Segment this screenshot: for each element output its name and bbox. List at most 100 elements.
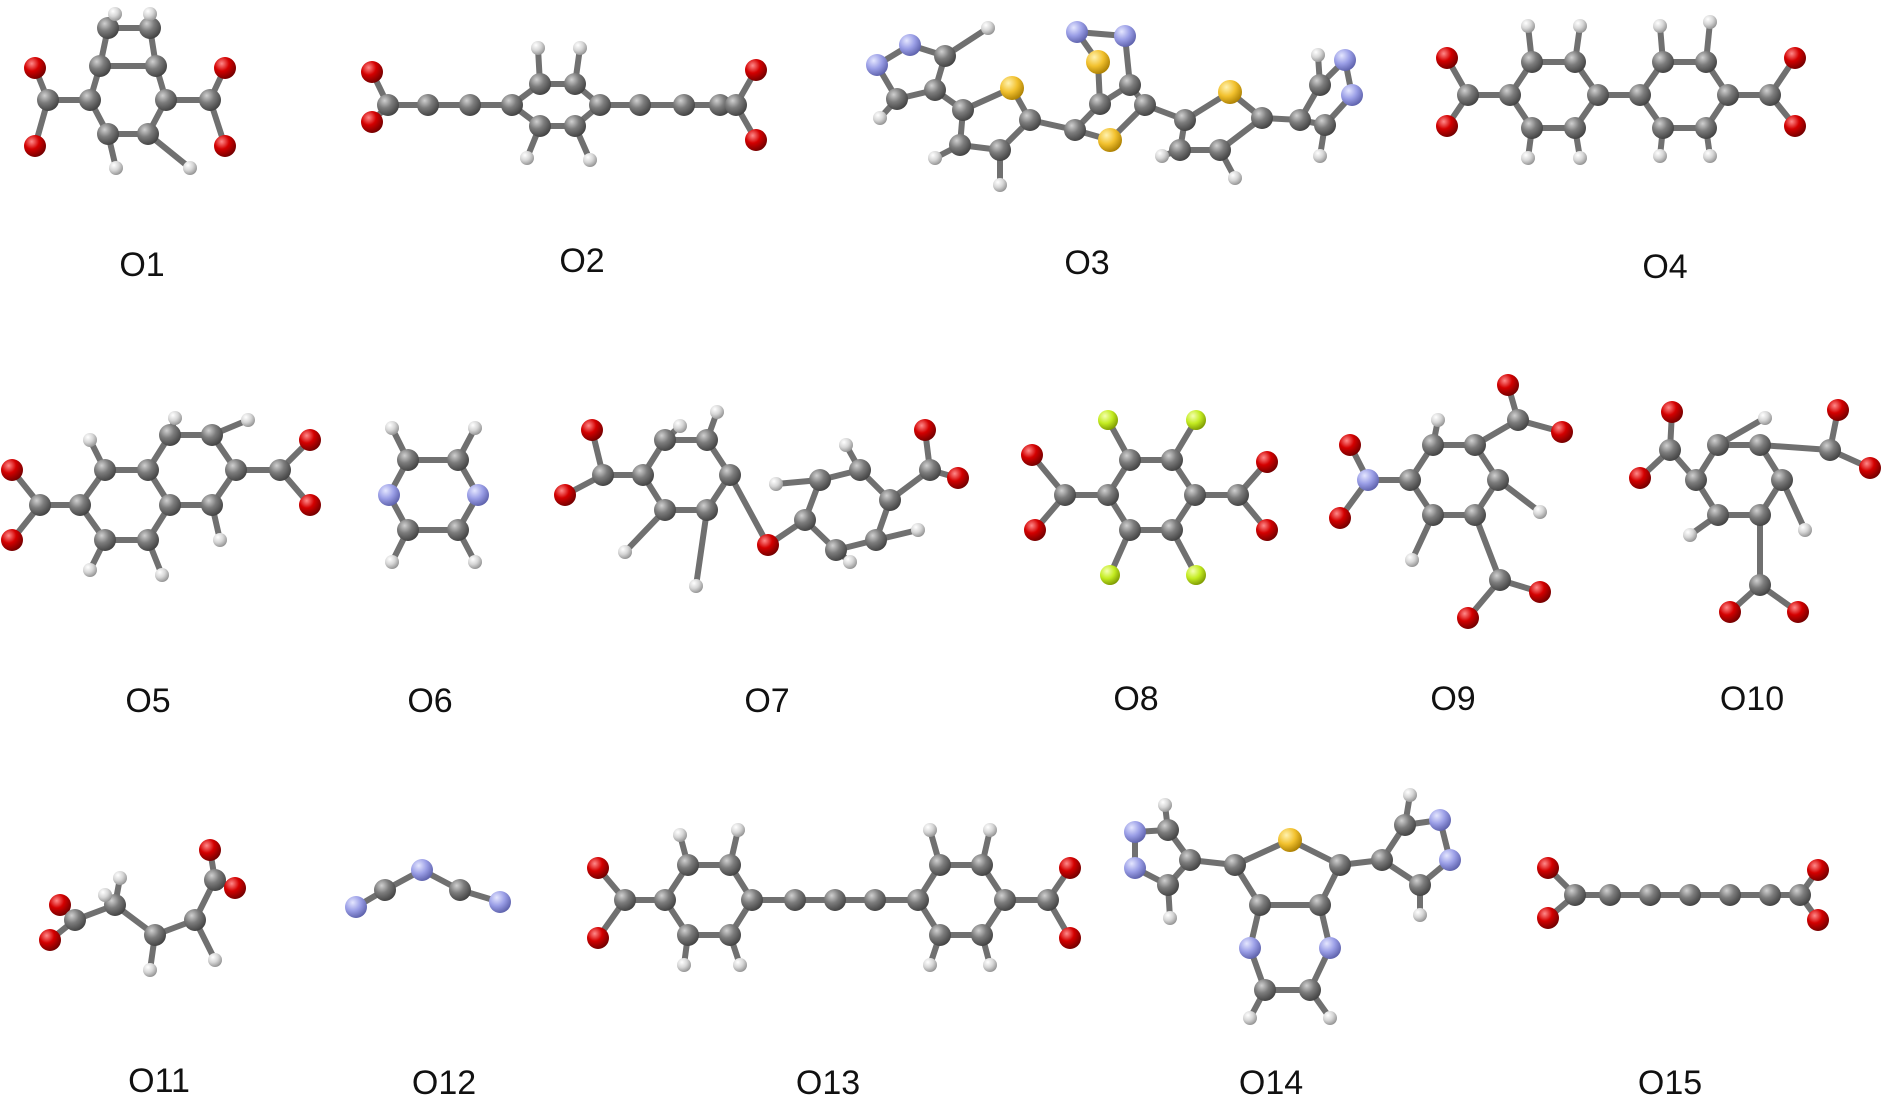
carbon-atom — [632, 464, 654, 486]
carbon-atom — [199, 89, 221, 111]
carbon-atom — [614, 889, 636, 911]
carbon-atom — [719, 924, 741, 946]
carbon-atom — [1749, 574, 1771, 596]
carbon-atom — [934, 45, 956, 67]
molecule-O6 — [378, 421, 489, 569]
carbon-atom — [1251, 107, 1273, 129]
carbon-atom — [1707, 504, 1729, 526]
nitrogen-atom — [1341, 84, 1363, 106]
hydrogen-atom — [1228, 171, 1242, 185]
carbon-atom — [225, 459, 247, 481]
hydrogen-atom — [1243, 1011, 1257, 1025]
nitrogen-atom — [411, 859, 433, 881]
hydrogen-atom — [385, 421, 399, 435]
hydrogen-atom — [1311, 48, 1325, 62]
carbon-atom — [159, 494, 181, 516]
hydrogen-atom — [1683, 528, 1697, 542]
hydrogen-atom — [689, 579, 703, 593]
carbon-atom — [1371, 849, 1393, 871]
nitrogen-atom — [1357, 469, 1379, 491]
carbon-atom — [1174, 109, 1196, 131]
carbon-atom — [1309, 74, 1331, 96]
label-O6: O6 — [407, 682, 453, 720]
molecule-O14 — [1124, 788, 1461, 1025]
molecule-O10 — [1629, 399, 1881, 623]
carbon-atom — [949, 134, 971, 156]
carbon-atom — [1299, 979, 1321, 1001]
oxygen-atom — [1024, 519, 1046, 541]
carbon-atom — [849, 459, 871, 481]
oxygen-atom — [914, 419, 936, 441]
carbon-atom — [629, 94, 651, 116]
oxygen-atom — [1256, 519, 1278, 541]
molecule-O5 — [1, 411, 321, 582]
oxygen-atom — [587, 927, 609, 949]
carbon-atom — [1521, 117, 1543, 139]
carbon-atom — [447, 449, 469, 471]
molecule-O9 — [1329, 374, 1573, 629]
carbon-atom — [719, 854, 741, 876]
label-O8: O8 — [1113, 680, 1159, 718]
hydrogen-atom — [618, 545, 632, 559]
carbon-atom — [1409, 874, 1431, 896]
hydrogen-atom — [468, 421, 482, 435]
nitrogen-atom — [899, 34, 921, 56]
carbon-atom — [1329, 854, 1351, 876]
oxygen-atom — [49, 894, 71, 916]
carbon-atom — [1399, 469, 1421, 491]
label-O9: O9 — [1430, 680, 1476, 718]
hydrogen-atom — [1573, 151, 1587, 165]
hydrogen-atom — [1431, 413, 1445, 427]
hydrogen-atom — [108, 7, 122, 21]
molecule-O11 — [39, 839, 246, 977]
fluorine-atom — [1098, 410, 1118, 430]
nitrogen-atom — [1334, 49, 1356, 71]
hydrogen-atom — [573, 41, 587, 55]
hydrogen-atom — [531, 41, 545, 55]
hydrogen-atom — [583, 153, 597, 167]
label-O7: O7 — [744, 682, 790, 720]
hydrogen-atom — [1413, 908, 1427, 922]
carbon-atom — [1422, 434, 1444, 456]
oxygen-atom — [299, 494, 321, 516]
carbon-atom — [1499, 84, 1521, 106]
carbon-atom — [1819, 439, 1841, 461]
carbon-atom — [994, 889, 1016, 911]
molecule-O4 — [1436, 15, 1806, 165]
carbon-atom — [1659, 439, 1681, 461]
nitrogen-atom — [378, 484, 400, 506]
carbon-atom — [1169, 139, 1191, 161]
hydrogen-atom — [911, 523, 925, 537]
carbon-atom — [145, 55, 167, 77]
hydrogen-atom — [1533, 505, 1547, 519]
hydrogen-atom — [843, 555, 857, 569]
label-O11: O11 — [128, 1062, 190, 1100]
carbon-atom — [919, 459, 941, 481]
carbon-atom — [725, 94, 747, 116]
nitrogen-atom — [1114, 25, 1136, 47]
carbon-atom — [696, 429, 718, 451]
carbon-atom — [741, 889, 763, 911]
hydrogen-atom — [1703, 15, 1717, 29]
oxygen-atom — [1551, 421, 1573, 443]
carbon-atom — [1254, 979, 1276, 1001]
carbon-atom — [377, 94, 399, 116]
carbon-atom — [1599, 884, 1621, 906]
hydrogen-atom — [113, 871, 127, 885]
carbon-atom — [1679, 884, 1701, 906]
carbon-atom — [1457, 84, 1479, 106]
oxygen-atom — [1529, 581, 1551, 603]
carbon-atom — [929, 854, 951, 876]
carbon-atom — [1771, 469, 1793, 491]
oxygen-atom — [1787, 601, 1809, 623]
carbon-atom — [1521, 51, 1543, 73]
hydrogen-atom — [1703, 149, 1717, 163]
carbon-atom — [1119, 74, 1141, 96]
oxygen-atom — [361, 61, 383, 83]
carbon-atom — [1789, 884, 1811, 906]
carbon-atom — [184, 909, 206, 931]
label-O1: O1 — [119, 246, 165, 284]
carbon-atom — [589, 94, 611, 116]
hydrogen-atom — [677, 958, 691, 972]
